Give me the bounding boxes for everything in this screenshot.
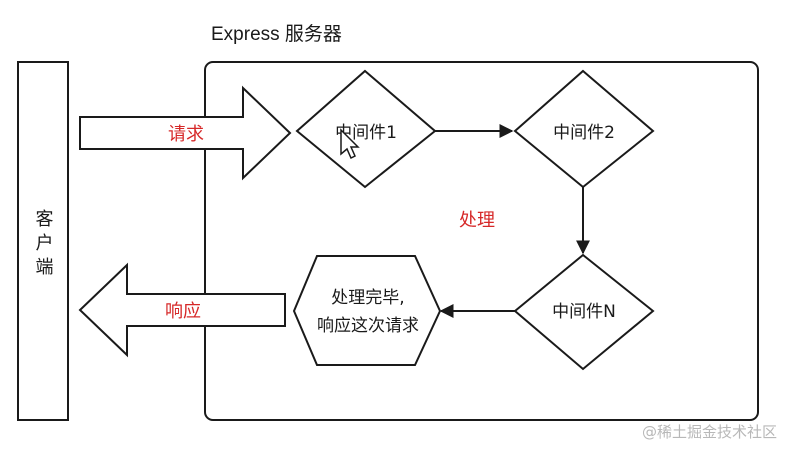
middleware-n-node bbox=[513, 253, 655, 371]
middleware-2-label: 中间件2 bbox=[553, 123, 615, 143]
watermark: @稀土掘金技术社区 bbox=[641, 423, 777, 441]
middleware-1-node bbox=[295, 69, 437, 189]
done-label-line1: 处理完毕, bbox=[331, 288, 404, 308]
server-title: Express 服务器 bbox=[211, 23, 342, 45]
client-label: 客户端 bbox=[33, 209, 54, 281]
response-arrow bbox=[78, 262, 286, 358]
done-node bbox=[292, 255, 442, 366]
request-arrow bbox=[79, 85, 292, 181]
request-label: 请求 bbox=[168, 124, 204, 145]
mouse-cursor-icon bbox=[340, 128, 360, 160]
response-label: 响应 bbox=[165, 301, 201, 322]
client-box bbox=[17, 61, 69, 421]
middleware-1-label: 中间件1 bbox=[335, 123, 397, 143]
express-server-box bbox=[204, 61, 759, 421]
process-label: 处理 bbox=[459, 210, 495, 231]
middleware-n-label: 中间件N bbox=[552, 302, 616, 322]
done-label-line2: 响应这次请求 bbox=[317, 316, 419, 336]
